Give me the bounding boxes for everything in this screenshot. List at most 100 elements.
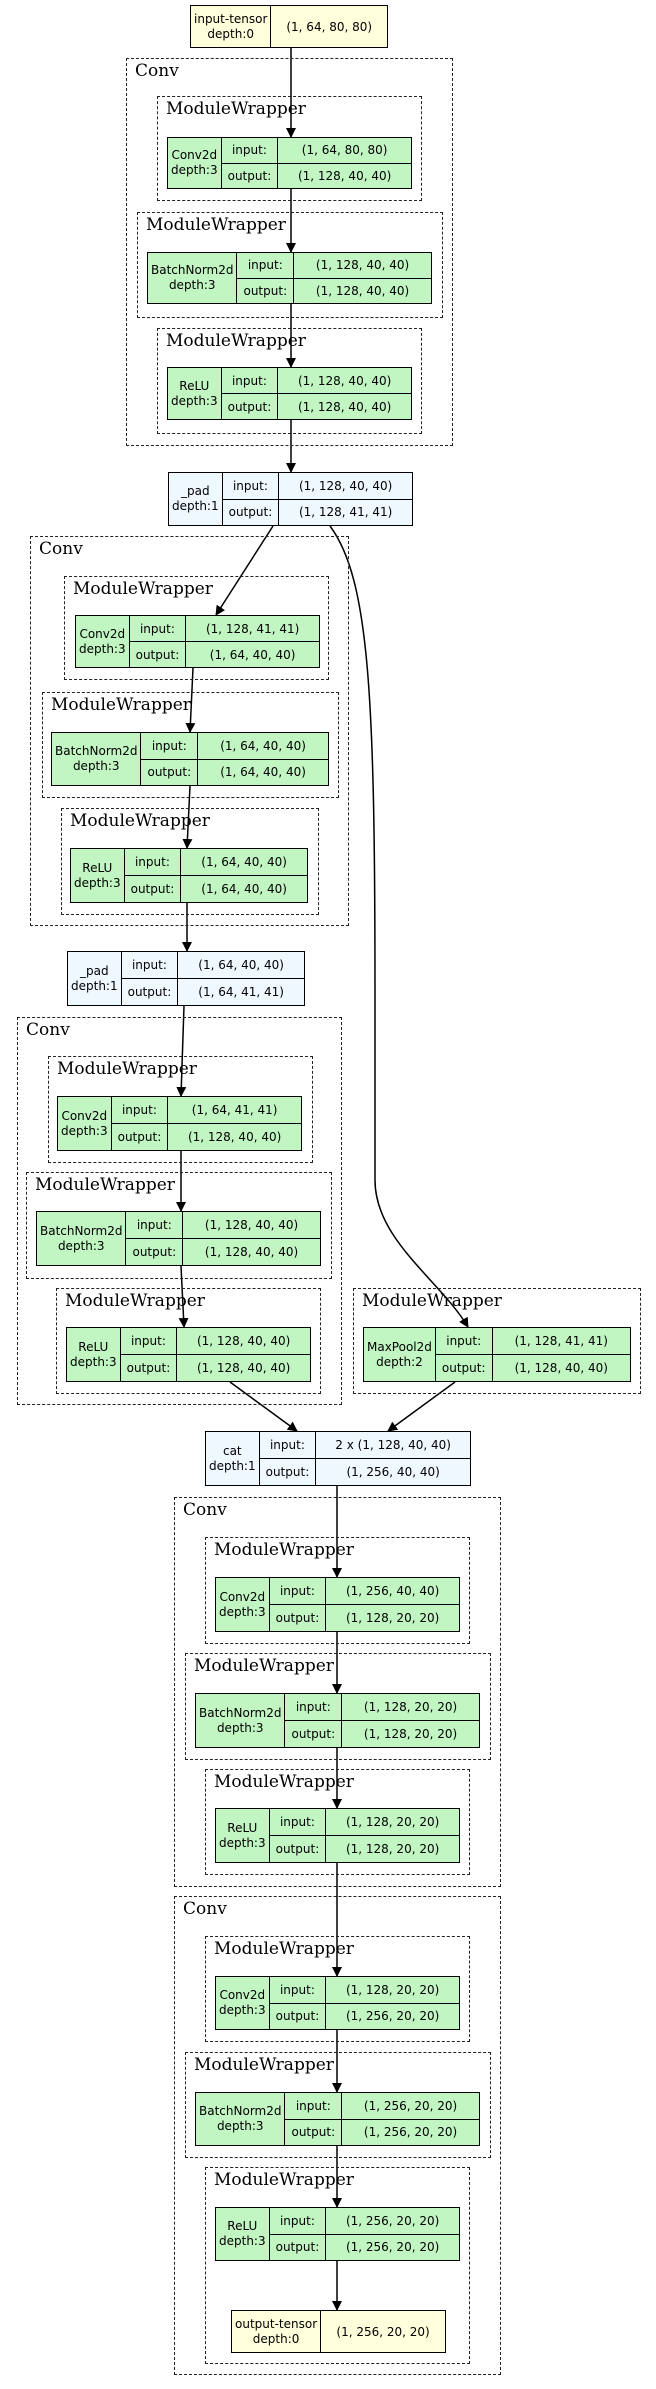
wrapper-cluster-1b: ModuleWrapper [137, 212, 443, 318]
output-shape: (1, 128, 41, 41) [279, 498, 412, 526]
input-label: input: [247, 258, 283, 273]
cluster-label: ModuleWrapper [57, 1059, 197, 1079]
cluster-label: ModuleWrapper [214, 1939, 354, 1959]
input-label: input: [231, 373, 267, 388]
edge-relu3-cat [229, 1381, 298, 1432]
edge-pad2-conv3 [176, 1005, 187, 1097]
node-depth: depth:0 [252, 2331, 300, 2346]
wrapper-cluster-2b: ModuleWrapper [42, 692, 339, 798]
wrapper-cluster-2c: ModuleWrapper [61, 808, 319, 915]
cluster-label: ModuleWrapper [35, 1175, 175, 1195]
wrapper-cluster-5c: ModuleWrapper [205, 2167, 470, 2364]
input-label: input: [295, 2098, 331, 2113]
output-label: output: [120, 1354, 177, 1381]
input-shape: (1, 64, 40, 40) [198, 958, 284, 972]
output-label: output: [435, 1354, 492, 1381]
input-shape: (1, 128, 41, 41) [514, 1334, 608, 1348]
node-depth: depth:2 [376, 1354, 423, 1369]
node-name: _pad [80, 963, 109, 978]
node-name: BatchNorm2d [199, 2104, 282, 2118]
input-label: input: [446, 1334, 482, 1348]
output-label: output: [269, 1604, 326, 1631]
output-shape: (1, 128, 20, 20) [342, 1720, 479, 1747]
tensor-shape: (1, 64, 80, 80) [270, 6, 387, 47]
output-shape: (1, 64, 40, 40) [181, 875, 307, 902]
node-name: BatchNorm2d [40, 1223, 123, 1238]
output-shape: (1, 128, 40, 40) [177, 1354, 310, 1381]
input-shape: (1, 128, 40, 40) [196, 1334, 291, 1348]
node-depth: depth:3 [168, 278, 216, 292]
node-name: MaxPool2d [367, 1339, 432, 1354]
cluster-label: Conv [183, 1500, 227, 1520]
input-label: input: [121, 1103, 157, 1117]
output-label: output: [269, 2233, 326, 2261]
output-shape: (1, 128, 20, 20) [326, 1604, 459, 1631]
node-depth: depth:3 [171, 163, 218, 177]
node-depth: depth:3 [74, 875, 121, 890]
input-shape: (1, 64, 41, 41) [191, 1103, 278, 1117]
output-label: output: [141, 758, 198, 786]
wrapper-cluster-3a: ModuleWrapper [48, 1056, 313, 1163]
input-label: input: [134, 855, 170, 869]
node-name: BatchNorm2d [199, 1705, 282, 1720]
input-shape: (1, 64, 40, 40) [220, 738, 306, 753]
input-label: input: [269, 1438, 305, 1452]
edge-conv2-bn2 [185, 667, 196, 733]
input-label: input: [295, 1700, 331, 1714]
conv-cluster-4: Conv [174, 1497, 501, 1887]
conv-cluster-3: Conv [17, 1017, 342, 1405]
output-shape: (1, 128, 40, 40) [168, 1123, 301, 1150]
node-name: Conv2d [61, 1108, 108, 1123]
node-depth: depth:3 [219, 2003, 266, 2017]
wrapper-cluster-3c: ModuleWrapper [56, 1288, 321, 1394]
input-label: input: [139, 621, 175, 636]
output-shape: (1, 256, 20, 20) [326, 2002, 459, 2030]
output-shape: (1, 256, 40, 40) [316, 1458, 470, 1485]
node-name: _pad [181, 484, 210, 498]
node-depth: depth:3 [219, 1835, 266, 1850]
node-name: input-tensor [194, 11, 268, 26]
input-shape: (1, 256, 40, 40) [345, 1584, 440, 1598]
edge-maxpool-cat [387, 1381, 456, 1432]
output-tensor-node: output-tensor depth:0 (1, 256, 20, 20) [231, 2310, 446, 2353]
input-label: input: [279, 1815, 315, 1829]
node-name: BatchNorm2d [55, 744, 138, 758]
node-depth: depth:3 [219, 2234, 266, 2248]
cluster-label: ModuleWrapper [214, 1772, 354, 1792]
cluster-label: ModuleWrapper [70, 811, 210, 831]
output-label: output: [124, 875, 181, 902]
output-label: output: [237, 277, 294, 304]
output-shape: (1, 128, 20, 20) [326, 1835, 459, 1862]
input-label: input: [231, 143, 267, 158]
node-depth: depth:3 [72, 759, 120, 773]
node-name: ReLU [82, 860, 113, 875]
node-depth: depth:3 [61, 1123, 108, 1138]
conv-cluster-1: Conv [126, 58, 453, 446]
tensor-shape: (1, 256, 20, 20) [320, 2311, 445, 2352]
edge-bn3-relu3 [178, 1265, 189, 1328]
input-shape: (1, 128, 20, 20) [363, 1700, 458, 1714]
output-label: output: [285, 2118, 342, 2146]
node-name: Conv2d [79, 626, 126, 641]
wrapper-cluster-1c: ModuleWrapper [157, 328, 422, 434]
wrapper-cluster-4c: ModuleWrapper [205, 1769, 470, 1875]
cluster-label: Conv [39, 539, 83, 559]
output-label: output: [285, 1720, 342, 1747]
cluster-label: ModuleWrapper [194, 2055, 334, 2075]
wrapper-cluster-4b: ModuleWrapper [185, 1653, 491, 1760]
input-label: input: [279, 1584, 315, 1598]
output-shape: (1, 256, 20, 20) [342, 2118, 479, 2146]
output-label: output: [269, 2002, 326, 2030]
input-label: input: [151, 738, 187, 753]
input-shape: (1, 256, 20, 20) [345, 2213, 440, 2228]
output-label: output: [111, 1123, 168, 1150]
